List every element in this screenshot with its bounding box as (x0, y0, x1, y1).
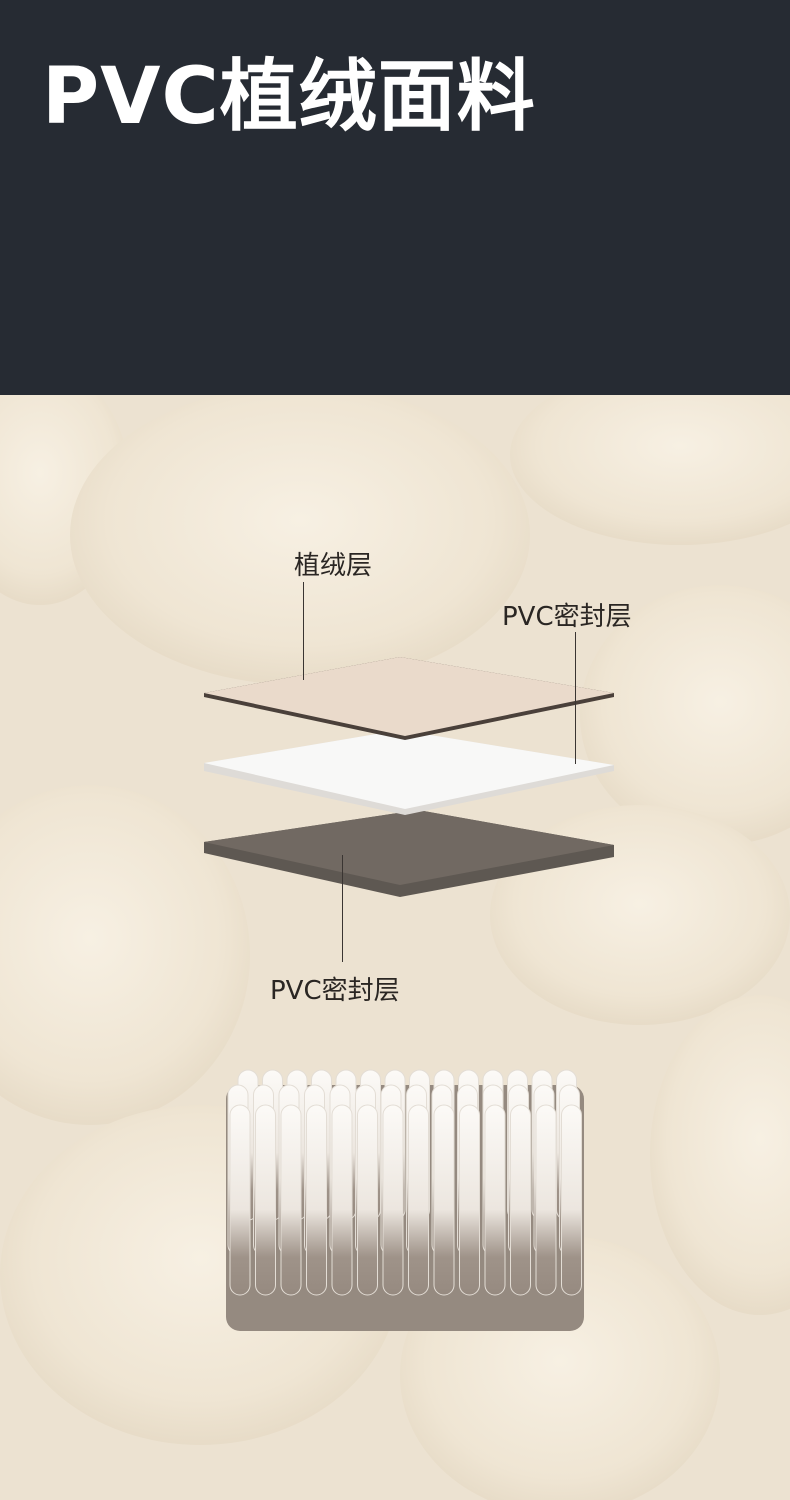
flock-fiber (331, 1104, 353, 1296)
flock-fiber (306, 1104, 327, 1296)
flock-fiber (382, 1104, 404, 1296)
flock-fiber (255, 1104, 276, 1296)
flock-fiber (433, 1104, 455, 1296)
bump (580, 585, 790, 845)
flock-fiber (484, 1104, 506, 1296)
leader-line-base-seal (342, 855, 343, 962)
layer-diagram (204, 657, 614, 1331)
flock-fiber (357, 1104, 378, 1296)
flock-layer (204, 657, 614, 740)
flock-fibers-block (226, 1069, 584, 1331)
page-title: PVC植绒面料 (42, 52, 536, 142)
label-base-seal-layer: PVC密封层 (270, 976, 400, 1006)
flock-fiber (561, 1104, 582, 1296)
label-flock-layer: 植绒层 (294, 551, 373, 581)
leader-line-flock (303, 582, 304, 680)
bump (510, 395, 790, 545)
flock-fiber (408, 1104, 429, 1296)
bump (0, 785, 250, 1125)
flock-fiber (280, 1104, 302, 1296)
flock-fiber (229, 1104, 251, 1296)
flock-fiber (535, 1104, 557, 1296)
bump (650, 995, 790, 1315)
header-band: PVC植绒面料 (0, 0, 790, 395)
leader-line-middle-seal (575, 632, 576, 764)
label-middle-seal-layer: PVC密封层 (502, 602, 632, 632)
flock-fiber (510, 1104, 531, 1296)
middle-seal-layer (204, 730, 614, 815)
flock-fiber (459, 1104, 480, 1296)
base-seal-layer (204, 810, 614, 897)
bump (70, 395, 530, 685)
